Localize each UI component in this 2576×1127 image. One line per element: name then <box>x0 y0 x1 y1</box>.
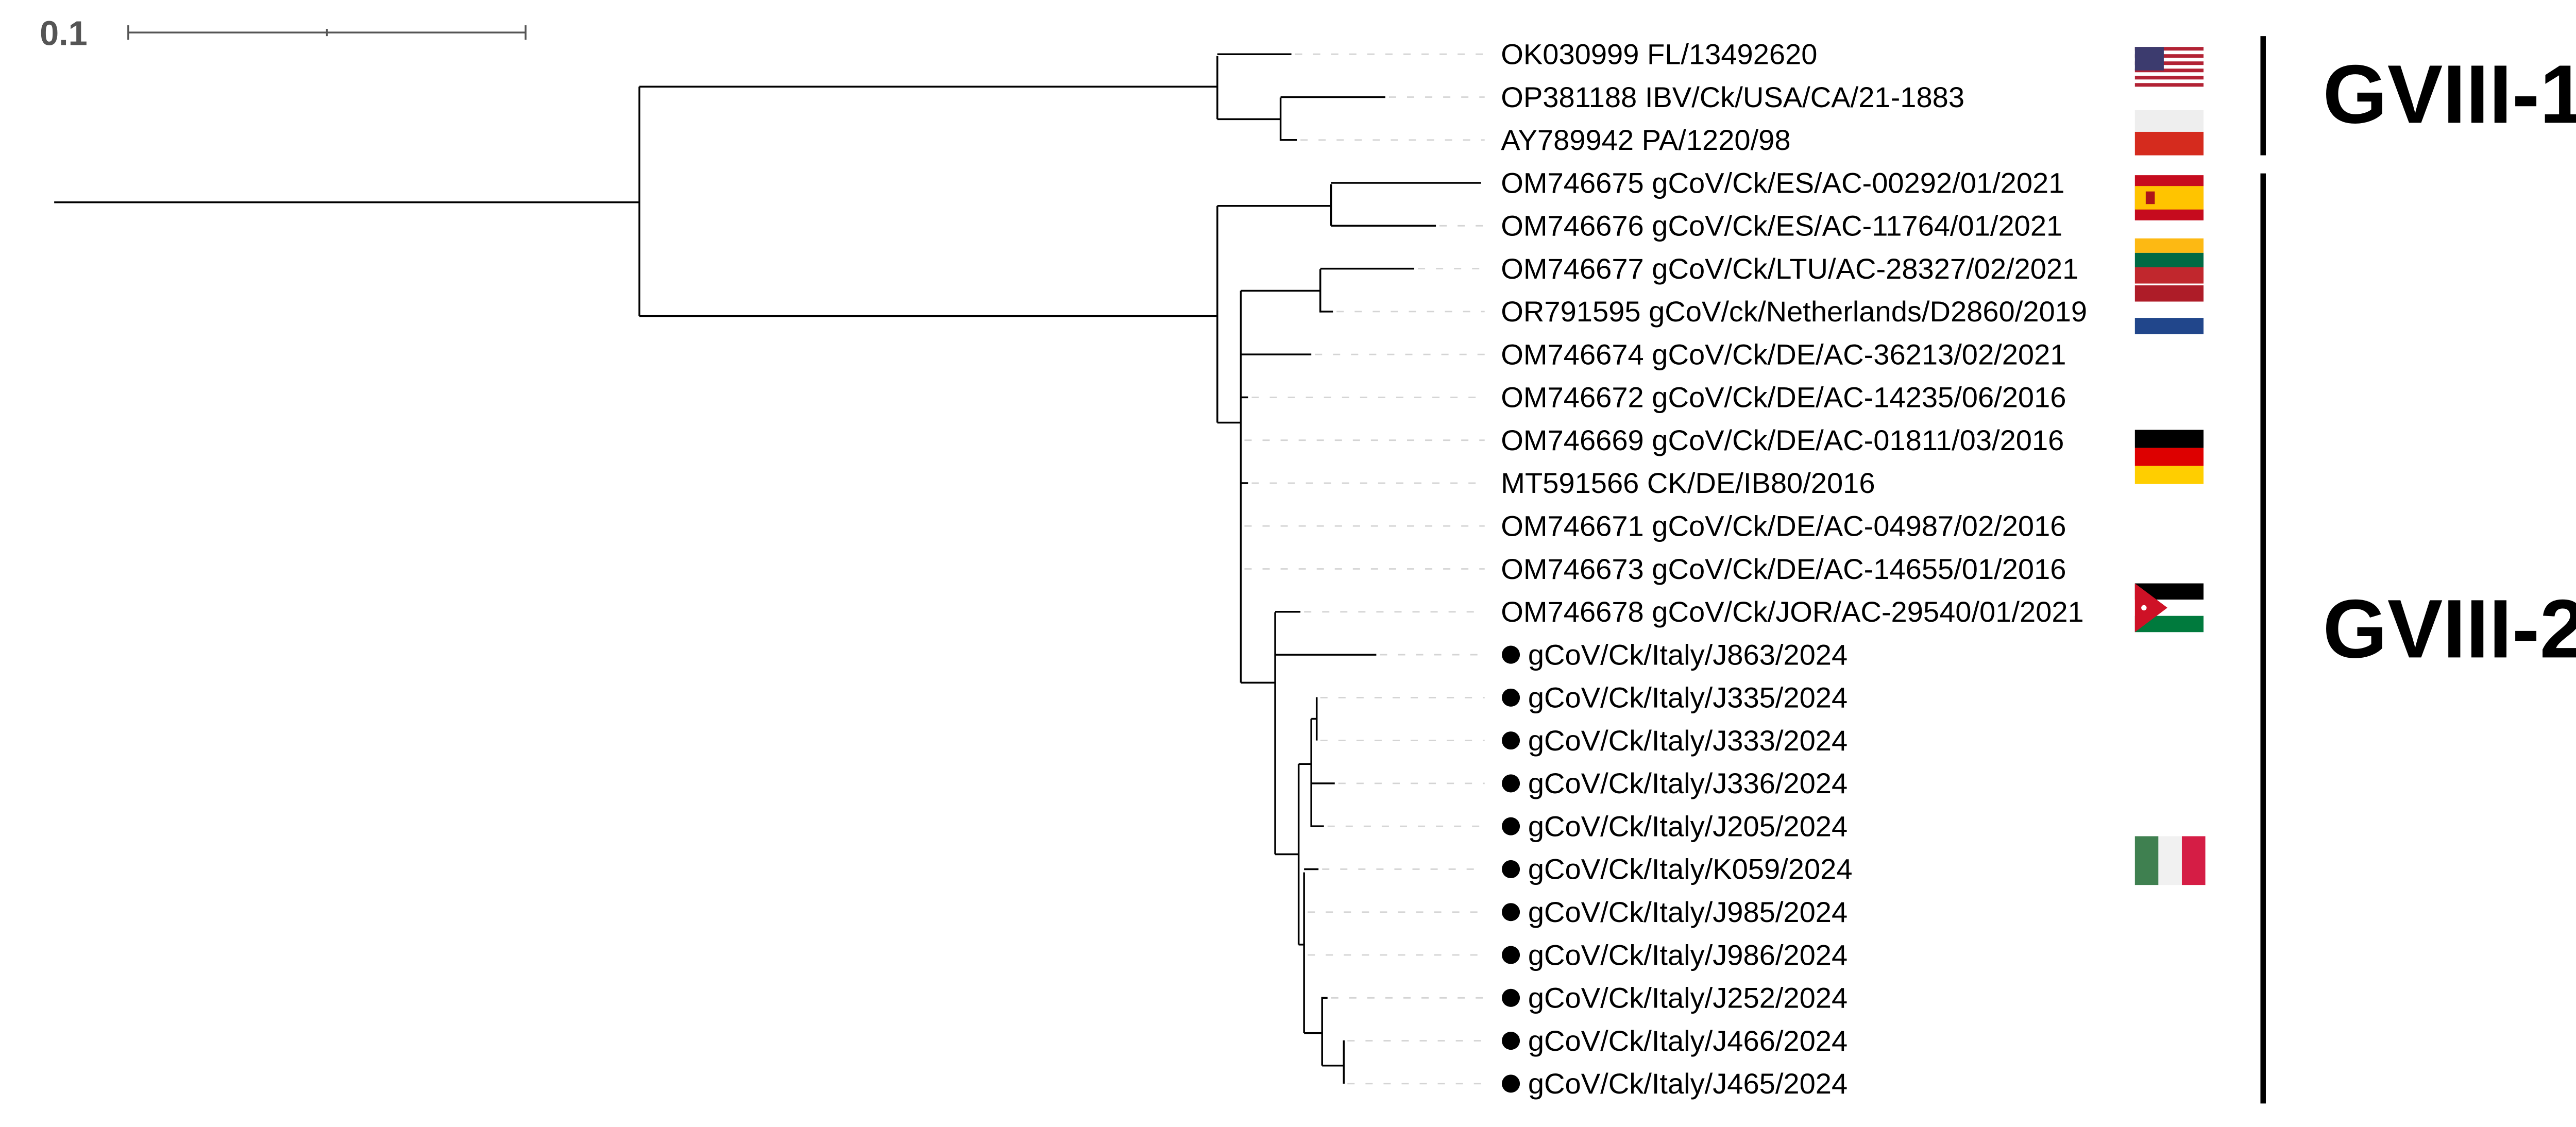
tip-label: gCoV/Ck/Italy/J252/2024 <box>1528 982 1848 1014</box>
italy-sample-dot-icon <box>1502 731 1520 750</box>
tip-label: gCoV/Ck/Italy/K059/2024 <box>1528 853 1853 885</box>
scale-bar-label: 0.1 <box>40 15 88 53</box>
tip-label: OK030999 FL/13492620 <box>1501 38 1817 70</box>
tip-label: gCoV/Ck/Italy/J986/2024 <box>1528 938 1848 971</box>
tree-branches <box>54 53 1481 1084</box>
italy-flag-icon <box>2134 836 2206 885</box>
tip-label: gCoV/Ck/Italy/J335/2024 <box>1528 681 1848 714</box>
tip-label: gCoV/Ck/Italy/J465/2024 <box>1528 1067 1848 1100</box>
flags <box>2134 47 2206 885</box>
white-red-flag-icon <box>2134 110 2204 156</box>
tip-label: gCoV/Ck/Italy/J985/2024 <box>1528 896 1848 928</box>
tip-label: gCoV/Ck/Italy/J333/2024 <box>1528 724 1848 757</box>
tip-label: OM746674 gCoV/Ck/DE/AC-36213/02/2021 <box>1501 338 2066 370</box>
tip-label: OM746669 gCoV/Ck/DE/AC-01811/03/2016 <box>1501 424 2064 456</box>
tip-label: OM746677 gCoV/Ck/LTU/AC-28327/02/2021 <box>1501 252 2078 285</box>
italy-sample-dot-icon <box>1502 946 1520 964</box>
tip-label: AY789942 PA/1220/98 <box>1501 124 1790 156</box>
tip-label: OP381188 IBV/Ck/USA/CA/21-1883 <box>1501 81 1964 113</box>
lithuania-flag-icon <box>2134 238 2204 284</box>
usa-flag-icon <box>2134 47 2204 91</box>
italy-sample-dot-icon <box>1502 774 1520 793</box>
group-label: GVIII-2 <box>2323 583 2576 675</box>
italy-sample-dot-icon <box>1502 645 1520 664</box>
netherlands-flag-icon <box>2134 285 2204 334</box>
tip-label: gCoV/Ck/Italy/J336/2024 <box>1528 767 1848 799</box>
tip-label: OM746678 gCoV/Ck/JOR/AC-29540/01/2021 <box>1501 595 2083 628</box>
tip-label: OM746673 gCoV/Ck/DE/AC-14655/01/2016 <box>1501 553 2066 585</box>
clade-group-gviii-1: GVIII-1 <box>2260 36 2576 156</box>
tip-label: OM746675 gCoV/Ck/ES/AC-00292/01/2021 <box>1501 166 2064 199</box>
tip-label: gCoV/Ck/Italy/J466/2024 <box>1528 1024 1848 1057</box>
group-label: GVIII-1 <box>2323 48 2576 141</box>
italy-sample-dot-icon <box>1502 688 1520 707</box>
clade-group-gviii-2: GVIII-2 <box>2260 173 2576 1104</box>
tip-label: gCoV/Ck/Italy/J205/2024 <box>1528 810 1848 842</box>
tip-label: MT591566 CK/DE/IB80/2016 <box>1501 467 1875 499</box>
tip-label: OM746672 gCoV/Ck/DE/AC-14235/06/2016 <box>1501 381 2066 414</box>
italy-sample-dot-icon <box>1502 903 1520 921</box>
italy-sample-dot-icon <box>1502 860 1520 878</box>
tip-label: OR791595 gCoV/ck/Netherlands/D2860/2019 <box>1501 295 2087 328</box>
italy-sample-dot-icon <box>1502 1032 1520 1050</box>
tip-label: gCoV/Ck/Italy/J863/2024 <box>1528 638 1848 671</box>
spain-flag-icon <box>2134 175 2204 220</box>
italy-sample-dot-icon <box>1502 988 1520 1007</box>
scale-bar: 0.1 <box>40 15 527 53</box>
tip-label: OM746676 gCoV/Ck/ES/AC-11764/01/2021 <box>1501 210 2062 242</box>
italy-sample-dot-icon <box>1502 1074 1520 1093</box>
italy-sample-dot-icon <box>1502 817 1520 835</box>
tip-label: OM746671 gCoV/Ck/DE/AC-04987/02/2016 <box>1501 510 2066 542</box>
germany-flag-icon <box>2134 430 2204 484</box>
jordan-flag-icon <box>2134 583 2204 633</box>
